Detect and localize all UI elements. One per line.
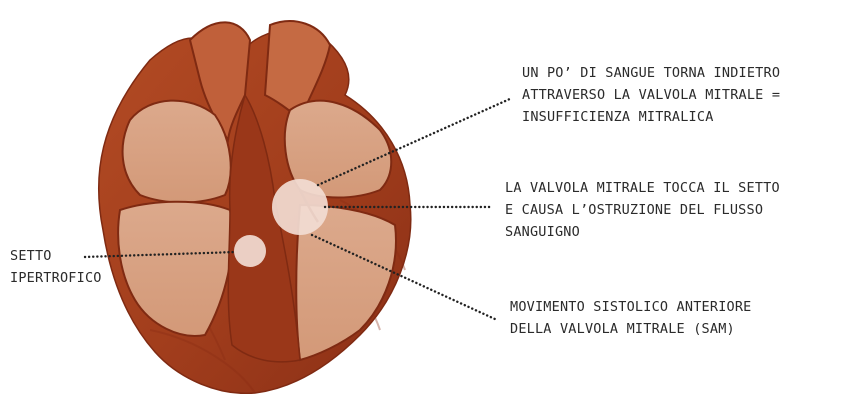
septum-highlight	[234, 235, 266, 267]
label-septal-contact: LA VALVOLA MITRALE TOCCA IL SETTO E CAUS…	[505, 177, 780, 243]
label-line: E CAUSA L’OSTRUZIONE DEL FLUSSO	[505, 199, 780, 221]
label-mitral-regurgitation: UN PO’ DI SANGUE TORNA INDIETRO ATTRAVER…	[522, 62, 780, 128]
label-sam: MOVIMENTO SISTOLICO ANTERIORE DELLA VALV…	[510, 296, 752, 340]
label-line: LA VALVOLA MITRALE TOCCA IL SETTO	[505, 177, 780, 199]
label-line: MOVIMENTO SISTOLICO ANTERIORE	[510, 296, 752, 318]
label-line: ATTRAVERSO LA VALVOLA MITRALE =	[522, 84, 780, 106]
label-line: SETTO	[10, 245, 102, 267]
label-line: SANGUIGNO	[505, 221, 780, 243]
label-line: DELLA VALVOLA MITRALE (SAM)	[510, 318, 752, 340]
right-atrium	[123, 101, 231, 203]
sam-highlight	[272, 179, 328, 235]
label-line: IPERTROFICO	[10, 267, 102, 289]
label-line: UN PO’ DI SANGUE TORNA INDIETRO	[522, 62, 780, 84]
label-hypertrophic-septum: SETTO IPERTROFICO	[10, 245, 102, 289]
label-line: INSUFFICIENZA MITRALICA	[522, 106, 780, 128]
